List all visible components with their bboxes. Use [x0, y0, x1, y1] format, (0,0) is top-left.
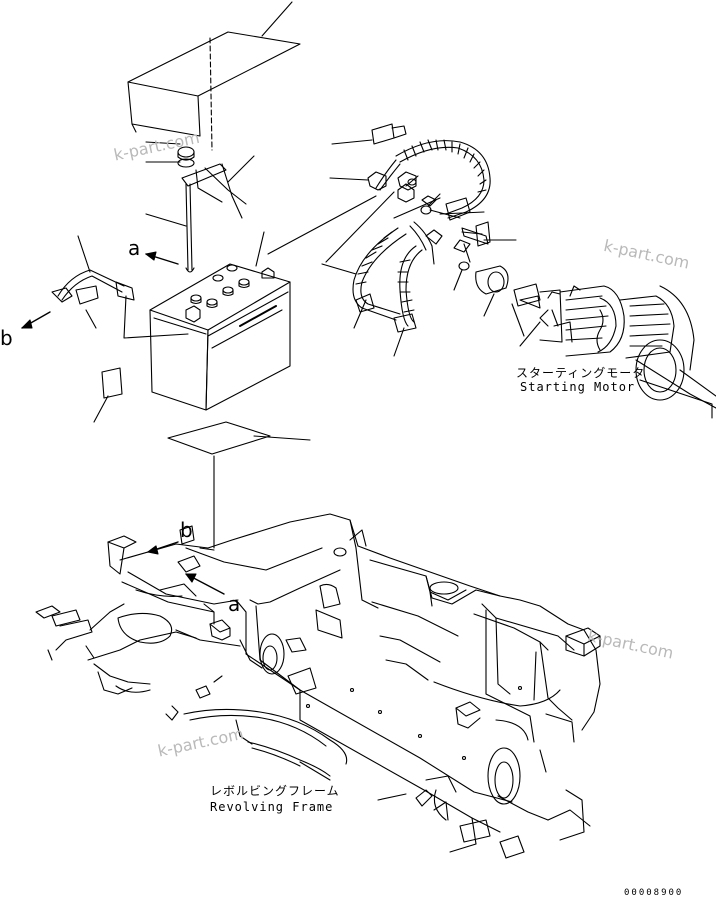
battery-cover: [127, 31, 301, 151]
frame-left-parts: [35, 583, 241, 695]
view-b-label-top: b: [0, 326, 13, 350]
leader-cover: [261, 1, 293, 37]
terminal-boot: [475, 265, 509, 317]
view-a-label-frame: a: [228, 592, 241, 616]
battery: [149, 231, 291, 411]
motor-terminal: [519, 295, 541, 309]
negative-battery-cable: [51, 235, 189, 339]
starting-motor-label-en: Starting Motor: [520, 380, 636, 394]
frame-cable: [165, 675, 348, 777]
wiring-harness: [267, 123, 491, 357]
starting-motor: [511, 283, 716, 419]
drawing-code: 00008900: [624, 888, 684, 898]
battery-hold-bracket: [145, 155, 255, 273]
starting-motor-label-jp: スターティングモータ: [516, 366, 646, 380]
revolving-frame: [107, 513, 601, 859]
harness-nuts: [393, 175, 517, 245]
frame-bracket: [177, 555, 201, 573]
revolving-frame-label-en: Revolving Frame: [210, 800, 334, 814]
revolving-frame-label-jp: レボルビングフレーム: [210, 784, 340, 798]
nut-washer-set: [145, 141, 195, 168]
view-a-label-top: a: [128, 236, 141, 260]
view-b-label-frame: b: [180, 518, 193, 542]
battery-mat: [93, 367, 311, 549]
